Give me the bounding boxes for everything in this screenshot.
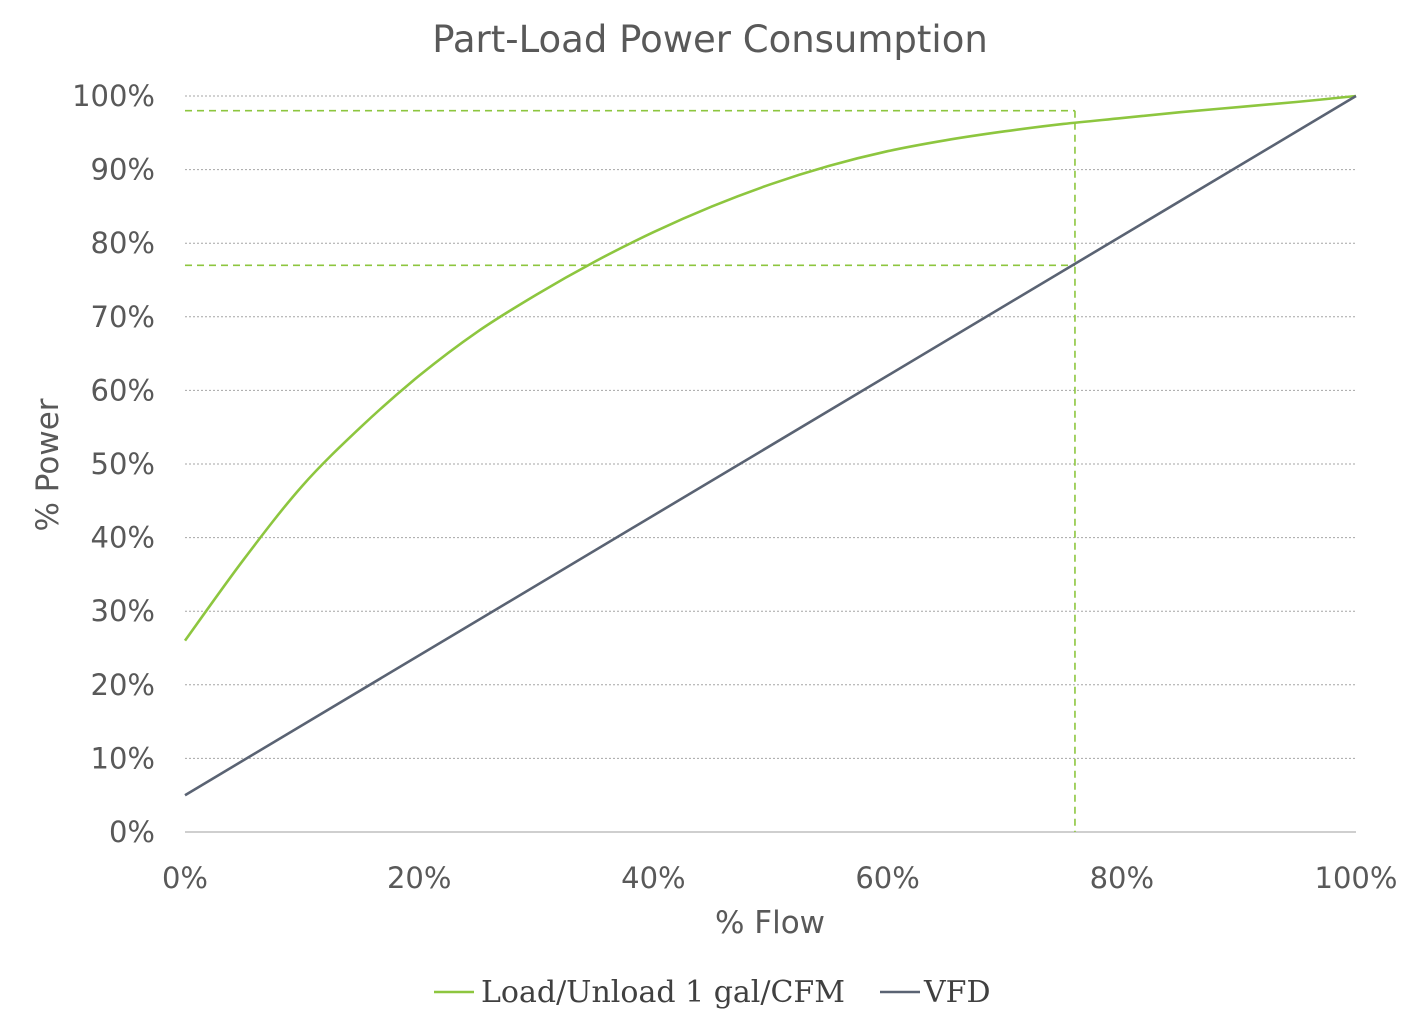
y-tick-label: 0% [109,815,155,849]
x-axis-label: % Flow [715,905,825,941]
grid-layer [185,95,1356,833]
y-tick-label: 70% [91,300,155,334]
y-tick-labels: 0% 10% 20% 30% 40% 50% 60% 70% 80% 90% 100% [72,79,155,849]
y-tick-label: 10% [91,741,155,775]
y-tick-label: 30% [91,594,155,628]
y-tick-label: 100% [72,79,155,113]
y-tick-label: 90% [91,153,155,187]
x-tick-labels: 0% 20% 40% 60% 80% 100% [162,861,1397,895]
x-tick-label: 0% [162,861,208,895]
x-tick-label: 60% [855,861,919,895]
legend: Load/Unload 1 gal/CFM VFD [434,975,991,1010]
y-axis-label: % Power [30,398,66,531]
chart-title: Part-Load Power Consumption [432,18,988,61]
x-tick-label: 80% [1090,861,1154,895]
series-line-0 [183,94,1357,642]
x-tick-label: 100% [1315,861,1398,895]
x-tick-label: 40% [621,861,685,895]
reference-lines [185,109,1076,832]
legend-label: VFD [923,975,991,1010]
y-tick-label: 80% [91,226,155,260]
y-tick-label: 40% [91,521,155,555]
legend-label: Load/Unload 1 gal/CFM [481,975,845,1010]
x-tick-label: 20% [387,861,451,895]
series-layer [183,94,1357,797]
series-line-1 [184,94,1357,797]
y-tick-label: 50% [91,447,155,481]
y-tick-label: 20% [91,668,155,702]
y-tick-label: 60% [91,373,155,407]
